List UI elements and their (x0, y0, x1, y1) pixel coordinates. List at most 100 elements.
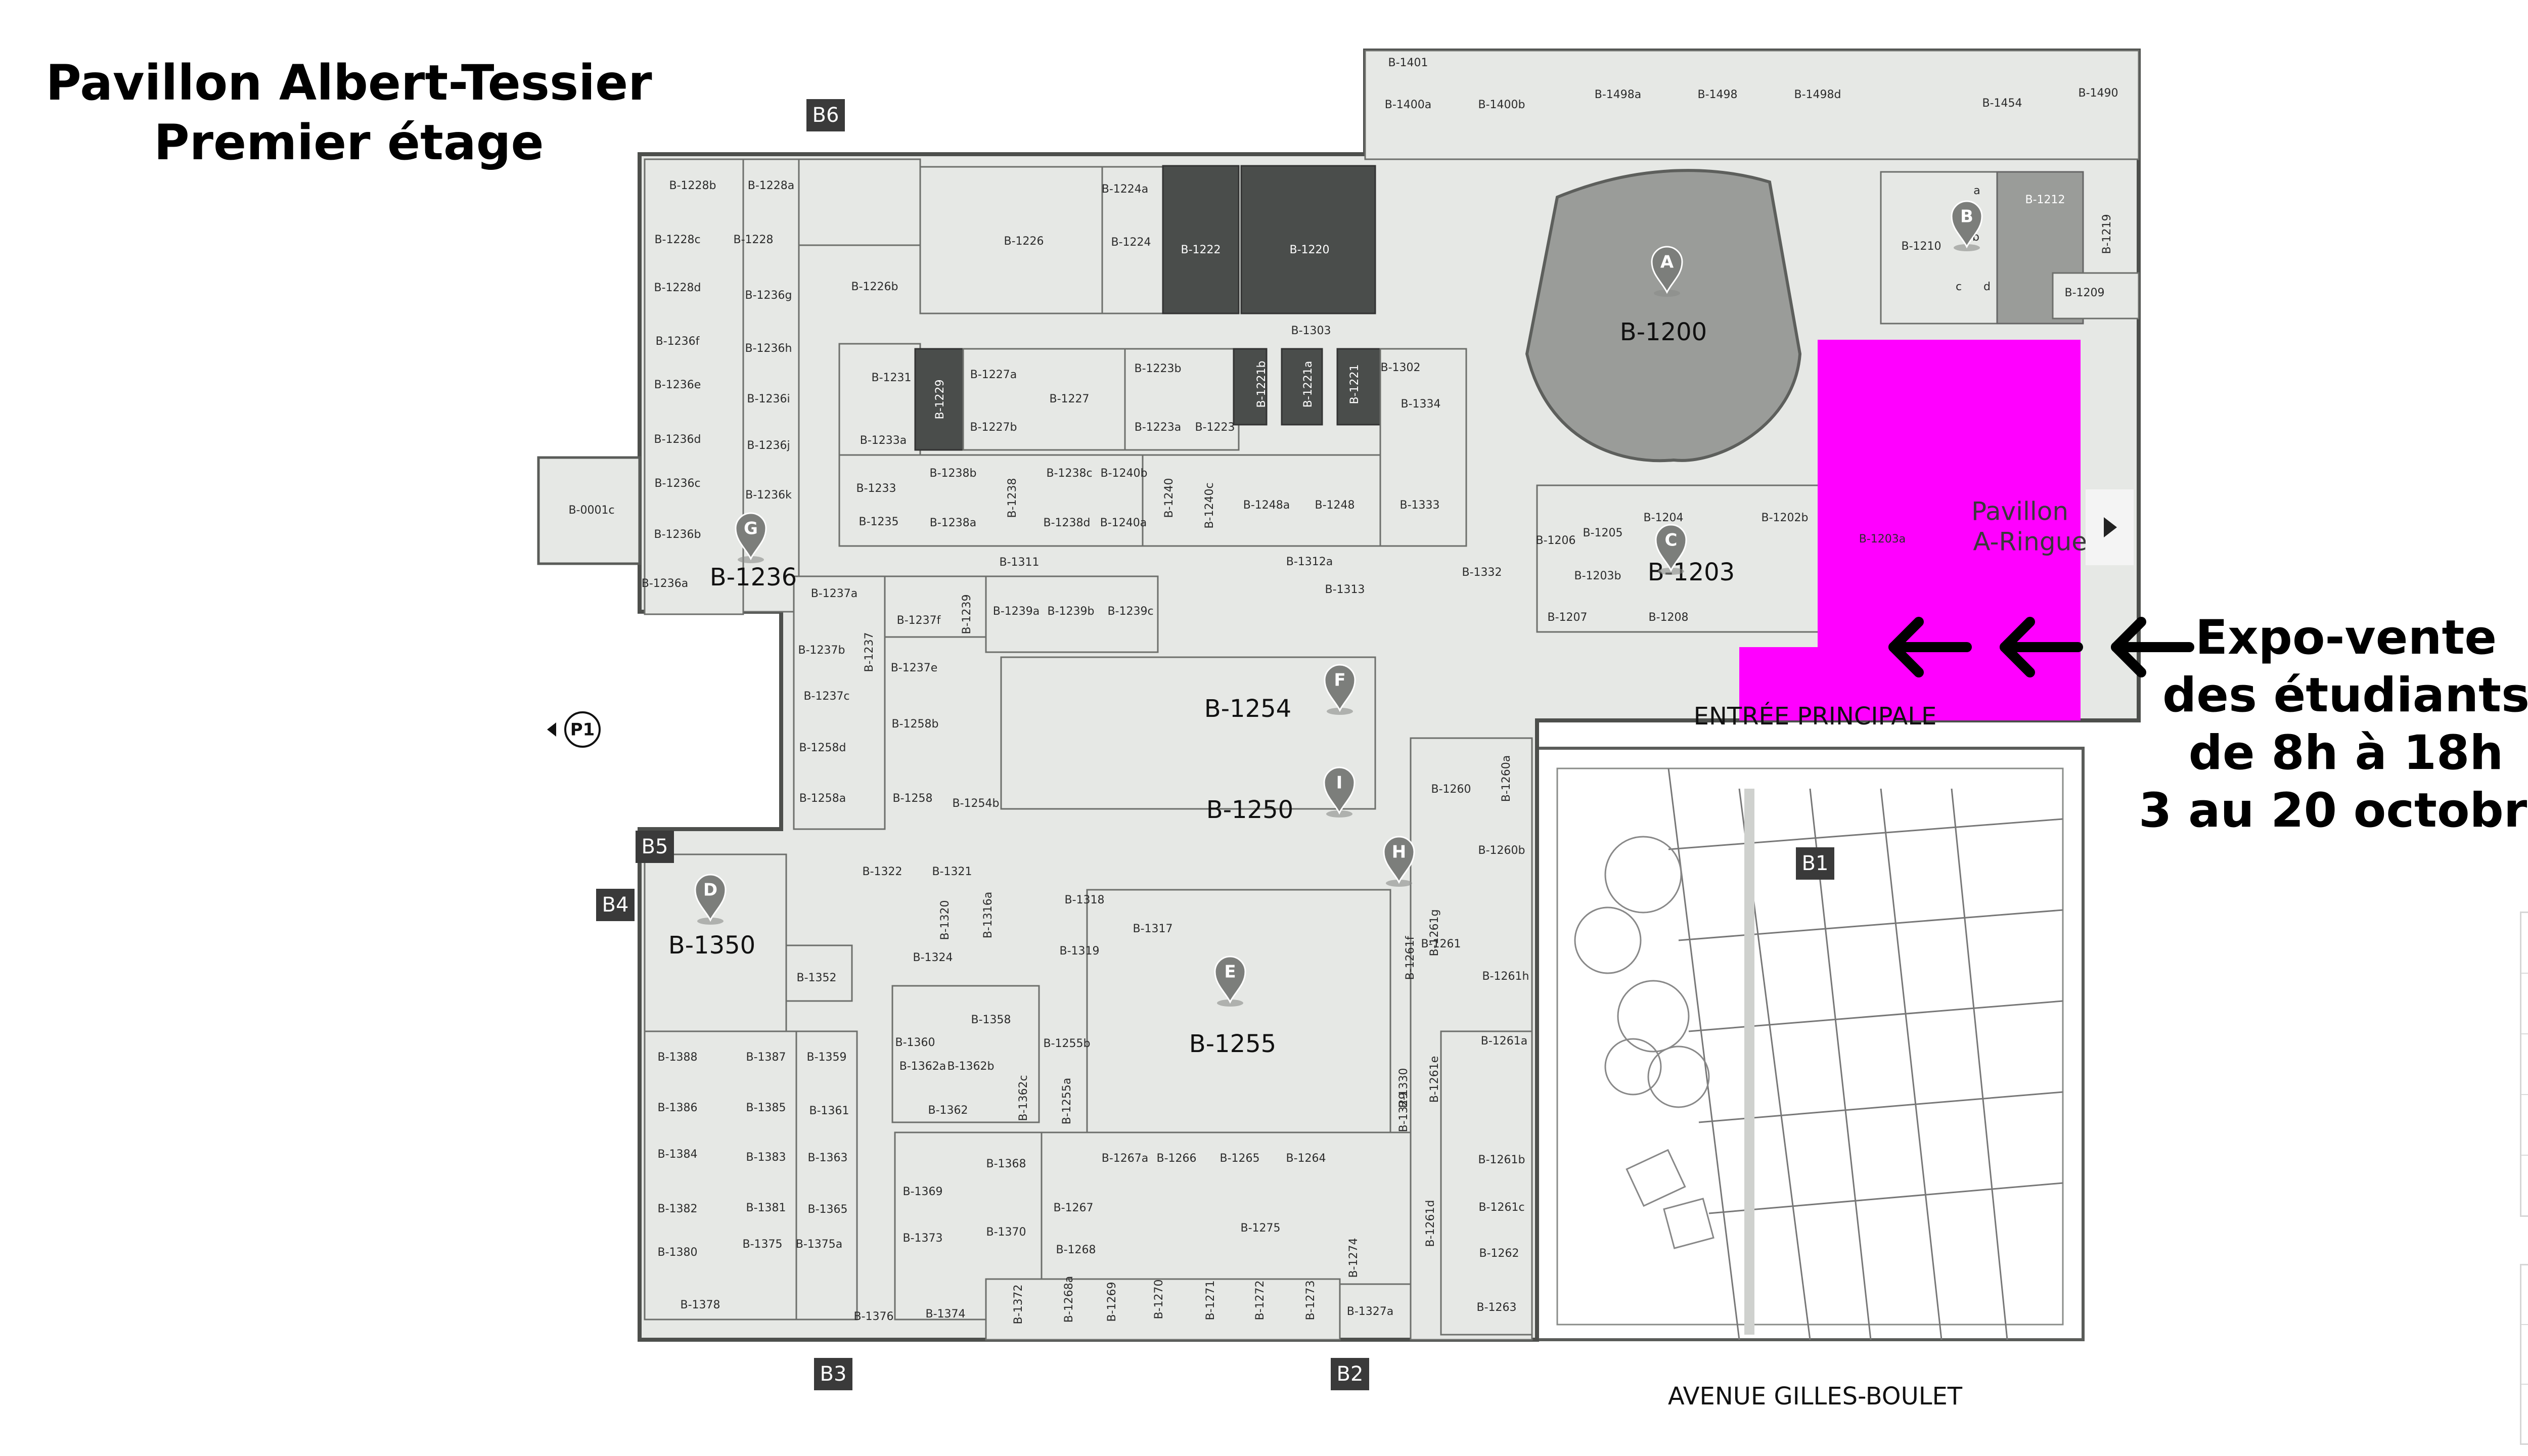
auditorium-b-1200[interactable] (1525, 169, 1802, 463)
room-label: B-1228 (733, 234, 773, 246)
zoom-controls (2520, 1264, 2528, 1445)
room-label: B-1270 (1153, 1279, 1165, 1319)
door-label: B6 (812, 104, 839, 127)
room-label: B-1227a (970, 369, 1017, 381)
marker-c-icon[interactable]: C (1655, 524, 1687, 575)
floor-button-2[interactable]: 2 (2521, 1034, 2528, 1095)
room-label: B-1238d (1044, 517, 1091, 529)
room-label: B-1372 (1012, 1284, 1025, 1324)
marker-i-icon[interactable]: I (1323, 766, 1356, 817)
room-label: B-1352 (796, 972, 836, 984)
floor-button-4[interactable]: 4 (2521, 913, 2528, 974)
zoom-out-button[interactable] (2521, 1325, 2528, 1385)
next-pavilion-button[interactable] (2086, 489, 2134, 565)
room-label: B-1498 (1697, 88, 1737, 101)
big-room-label[interactable]: B-1350 (668, 931, 755, 960)
marker-b-icon[interactable]: B (1951, 200, 1983, 251)
marker-letter: F (1334, 670, 1345, 691)
room-label: B-1260 (1431, 783, 1471, 796)
room-label: B-1236k (745, 489, 792, 502)
room-label: B-1321 (932, 866, 972, 878)
room-label: B-1231 (871, 372, 911, 384)
expo-vente-announcement: Expo-vente des étudiants de 8h à 18h 3 a… (2139, 609, 2528, 840)
map-title: Pavillon Albert-Tessier Premier étage (46, 53, 652, 172)
marker-letter: B (1960, 207, 1973, 227)
room-label: B-1203a (1859, 533, 1906, 545)
room-label: B-1260a (1500, 755, 1513, 802)
marker-e-icon[interactable]: E (1214, 956, 1246, 1007)
room-label: B-1385 (746, 1102, 786, 1114)
big-room-label[interactable]: B-1200 (1620, 318, 1707, 346)
room-label: B-1332 (1462, 566, 1502, 579)
room-label: B-1240a (1100, 517, 1147, 529)
room-label: B-1248a (1243, 499, 1290, 512)
door-badge-b3[interactable]: B3 (814, 1358, 852, 1390)
zoom-in-button[interactable] (2521, 1265, 2528, 1325)
floor-button-3[interactable]: 3 (2521, 974, 2528, 1034)
room-label: B-1369 (902, 1186, 942, 1198)
room-label: B-1360 (895, 1036, 935, 1049)
room-label: B-1206 (1536, 534, 1575, 547)
room-label: B-1401 (1388, 57, 1428, 69)
room-label: B-1205 (1583, 527, 1622, 539)
marker-f-icon[interactable]: F (1324, 664, 1356, 715)
marker-h-icon[interactable]: H (1383, 836, 1415, 887)
big-room-label[interactable]: B-1236 (710, 563, 797, 592)
chevron-right-icon (2103, 517, 2117, 537)
big-room-label[interactable]: B-1254 (1204, 695, 1291, 723)
room-label: B-1363 (807, 1152, 847, 1164)
door-badge-b2[interactable]: B2 (1331, 1358, 1369, 1390)
marker-a-icon[interactable]: A (1651, 246, 1683, 297)
room-label: B-1329 (1397, 1092, 1410, 1132)
pavilion-label-1: Pavillon (1971, 497, 2068, 526)
room-label: B-1268a (1063, 1276, 1075, 1323)
room-label: B-1258d (799, 742, 846, 754)
room-label: B-1333 (1400, 499, 1439, 512)
arrow-left-icon (2000, 617, 2083, 677)
room-label: B-1248 (1315, 499, 1355, 512)
room-label: B-1236d (654, 433, 701, 446)
room-label: B-1228a (748, 179, 795, 192)
room-label: B-1239 (961, 594, 973, 634)
room-label: B-1236g (745, 289, 792, 302)
door-badge-b5[interactable]: B5 (636, 831, 674, 863)
arrow-icons (1888, 617, 2194, 677)
room-label: B-1387 (746, 1051, 786, 1064)
marker-letter: E (1224, 962, 1236, 982)
room-label: B-1237c (803, 690, 849, 703)
room-label: B-1267a (1102, 1152, 1149, 1165)
room-label: B-1373 (902, 1232, 942, 1245)
room-label: d (1983, 281, 1991, 293)
room-label: B-1222 (1181, 244, 1221, 256)
door-badge-b1[interactable]: B1 (1796, 847, 1834, 880)
room-label: B-1228d (654, 282, 701, 294)
room-label: B-1261c (1478, 1201, 1524, 1214)
room-label: B-1233 (856, 482, 896, 495)
marker-d-icon[interactable]: D (694, 874, 727, 925)
big-room-label[interactable]: B-1255 (1189, 1030, 1276, 1058)
fullscreen-button[interactable] (2521, 1385, 2528, 1443)
floor-button-ss[interactable]: SS (2521, 1156, 2528, 1215)
room-label: B-1219 (2101, 214, 2113, 254)
room-label: B-1254b (953, 797, 1000, 810)
marker-letter: A (1660, 252, 1674, 272)
floor-button-1[interactable]: 1 (2521, 1095, 2528, 1156)
room-label: B-1362b (947, 1060, 995, 1073)
marker-g-icon[interactable]: G (735, 512, 767, 563)
big-room-label[interactable]: B-1250 (1206, 796, 1293, 824)
room-label: B-1207 (1547, 611, 1587, 624)
room-label: B-1235 (859, 516, 898, 528)
door-badge-p1[interactable]: P1 (547, 711, 601, 748)
door-badge-b6[interactable]: B6 (806, 99, 845, 131)
door-badge-b4[interactable]: B4 (596, 889, 635, 921)
room-label: B-1238c (1046, 467, 1092, 480)
room-label: B-1237b (798, 644, 845, 657)
room-label: B-1375 (742, 1238, 782, 1251)
room-label: B-1490 (2078, 87, 2118, 100)
room-label: B-1266 (1156, 1152, 1196, 1165)
room-label: B-1212 (2025, 194, 2065, 206)
expo-vente-zone[interactable] (1739, 340, 2081, 720)
room-label: B-1261a (1481, 1035, 1528, 1048)
